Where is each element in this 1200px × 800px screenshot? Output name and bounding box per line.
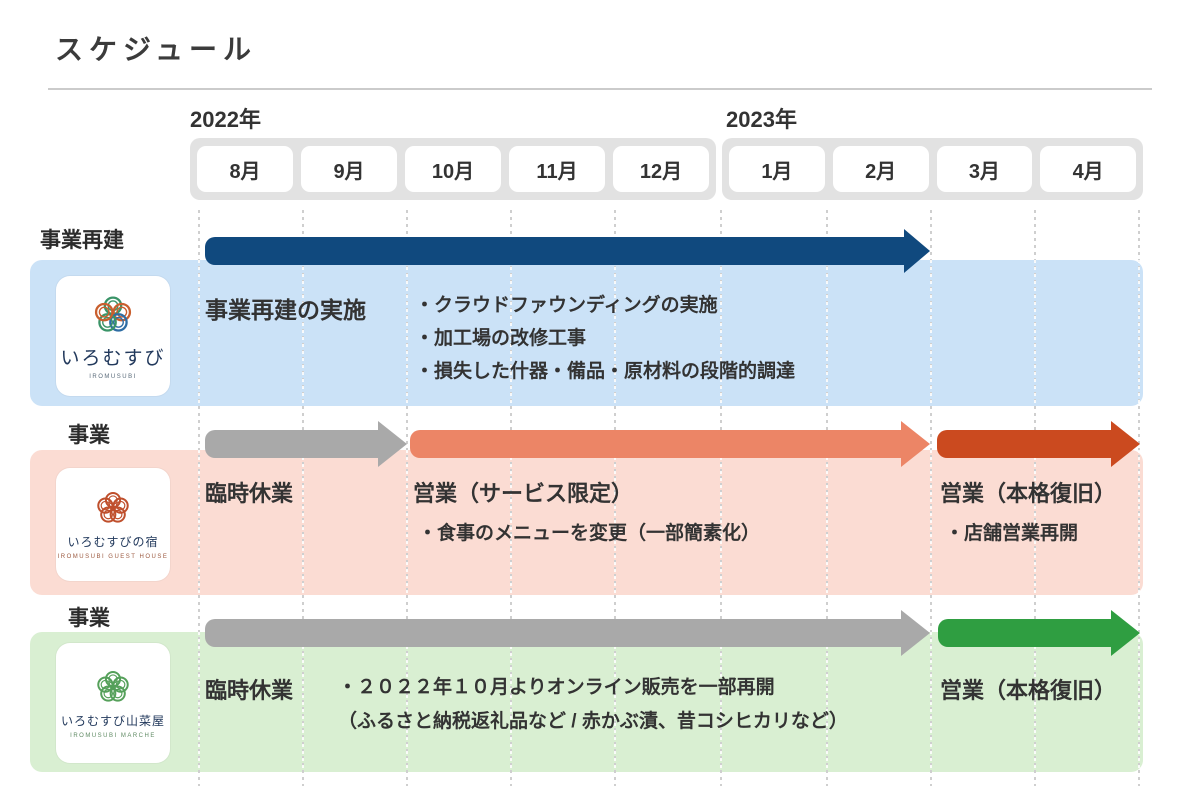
row1-heading: 事業再建の実施 — [205, 297, 366, 323]
row2-seg2-bullet: ・食事のメニューを変更（一部簡素化） — [418, 523, 761, 544]
bullet-item: （ふるさと納税返礼品など / 赤かぶ漬、昔コシヒカリなど） — [338, 711, 848, 732]
iromusubi-guesthouse-logo-card: いろむすびの宿 IROMUSUBI GUEST HOUSE — [56, 468, 170, 581]
month-cell: 10月 — [405, 146, 501, 192]
year-label-2023: 2023年 — [726, 107, 797, 132]
bullet-item: ・加工場の改修工事 — [415, 328, 587, 349]
month-cell: 8月 — [197, 146, 293, 192]
row3-seg1-heading: 臨時休業 — [205, 678, 294, 703]
month-cell: 1月 — [729, 146, 825, 192]
month-cell: 4月 — [1040, 146, 1136, 192]
marche-knot-icon — [97, 670, 129, 702]
gridline — [930, 210, 932, 786]
logo-name: いろむすびの宿 — [67, 535, 159, 549]
logo-caption: IROMUSUBI MARCHE — [70, 732, 156, 739]
iromusubi-knot-icon — [94, 295, 132, 332]
bullet-item: ・クラウドファウンディングの実施 — [415, 295, 718, 316]
row1-bullets: ・クラウドファウンディングの実施 ・加工場の改修工事 ・損失した什器・備品・原材… — [415, 289, 795, 388]
page-title: スケジュール — [55, 33, 258, 66]
gridline — [614, 210, 616, 786]
row3-panel — [30, 632, 1143, 772]
row2-seg3-heading: 営業（本格復旧） — [940, 481, 1117, 506]
row1-label: 事業再建 — [40, 229, 124, 252]
gridline — [302, 210, 304, 786]
logo-caption: IROMUSUBI — [89, 373, 137, 380]
row3-arrow-closed — [205, 610, 930, 656]
row3-label: 事業 — [68, 607, 110, 630]
logo-name: いろむすび — [60, 346, 166, 369]
gridline — [510, 210, 512, 786]
row3-seg1-bullets: ・２０２２年１０月よりオンライン販売を一部再開 （ふるさと納税返礼品など / 赤… — [338, 671, 848, 739]
row2-seg3-bullet: ・店舗営業再開 — [945, 523, 1079, 544]
logo-name: いろむすび山菜屋 — [60, 713, 165, 728]
year-label-2022: 2022年 — [190, 107, 261, 132]
month-header-2023: 1月 2月 3月 4月 — [722, 138, 1143, 200]
guesthouse-knot-icon — [97, 491, 129, 523]
row1-arrow-rebuild — [205, 229, 930, 273]
bullet-item: ・損失した什器・備品・原材料の段階的調達 — [415, 361, 796, 382]
row2-arrow-full-recovery — [937, 421, 1140, 467]
iromusubi-logo-card: いろむすび IROMUSUBI — [56, 276, 170, 396]
gridline — [826, 210, 828, 786]
row2-label: 事業 — [68, 424, 110, 447]
gridline — [406, 210, 408, 786]
row2-arrow-limited-service — [410, 421, 930, 467]
iromusubi-marche-logo-card: いろむすび山菜屋 IROMUSUBI MARCHE — [56, 643, 170, 763]
row2-panel — [30, 450, 1143, 595]
row3-arrow-full-recovery — [938, 610, 1140, 656]
month-cell: 12月 — [613, 146, 709, 192]
gridline — [198, 210, 200, 786]
logo-caption: IROMUSUBI GUEST HOUSE — [57, 554, 169, 560]
month-cell: 9月 — [301, 146, 397, 192]
gridline — [1034, 210, 1036, 786]
row3-seg2-heading: 営業（本格復旧） — [940, 678, 1117, 703]
month-cell: 2月 — [832, 146, 929, 192]
row2-seg1-heading: 臨時休業 — [205, 481, 294, 506]
bullet-item: ・２０２２年１０月よりオンライン販売を一部再開 — [338, 677, 775, 698]
gridline — [720, 210, 722, 786]
row2-arrow-closed — [205, 421, 407, 467]
row1-panel — [30, 260, 1143, 406]
month-header-2022: 8月 9月 10月 11月 12月 — [190, 138, 716, 200]
row2-seg2-heading: 営業（サービス限定） — [413, 481, 634, 506]
title-divider — [48, 88, 1152, 90]
gridline — [1138, 210, 1140, 786]
month-cell: 3月 — [936, 146, 1033, 192]
month-cell: 11月 — [509, 146, 605, 192]
